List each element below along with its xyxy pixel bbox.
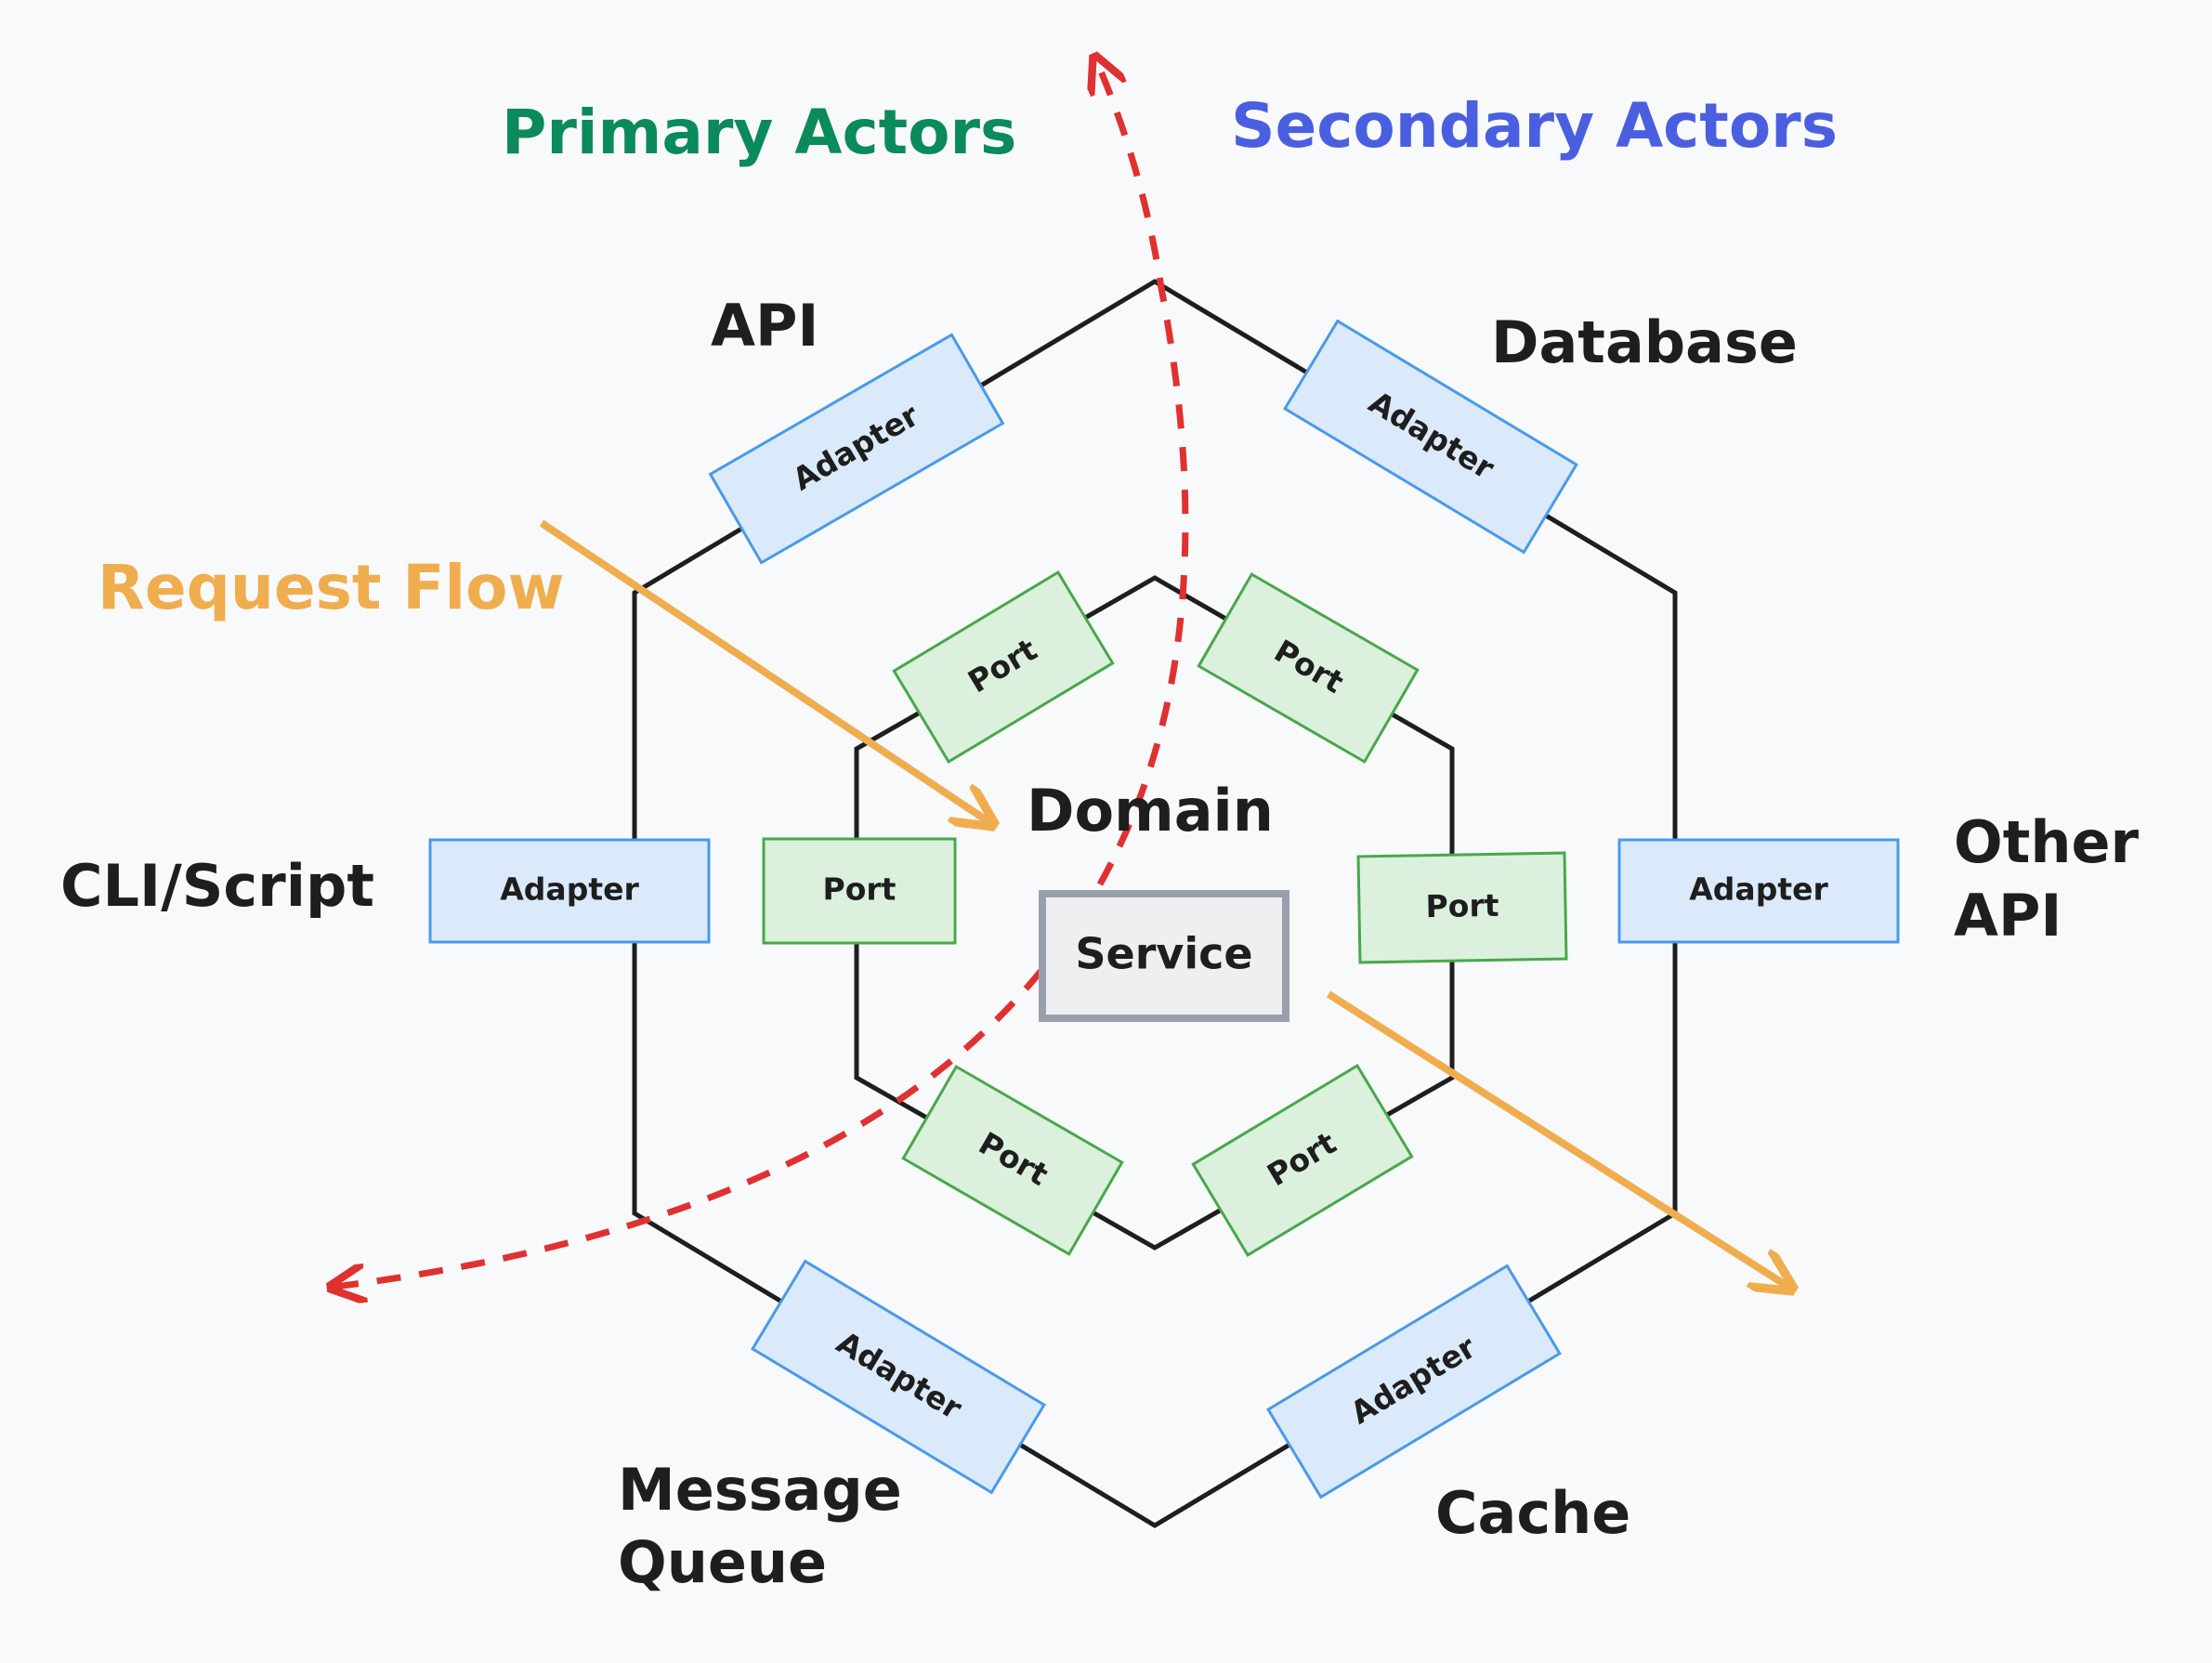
adapter-api: Adapter (708, 333, 1005, 565)
actor-api: API (711, 292, 819, 360)
actor-cache: Cache (1435, 1479, 1630, 1547)
actor-other-api-line1: Other (1954, 808, 2140, 876)
port-top-right: Port (1197, 572, 1420, 764)
dependency-arrow (334, 60, 1189, 1287)
adapter-cli: Adapter (428, 838, 711, 944)
actor-database: Database (1491, 308, 1798, 376)
port-label: Port (1425, 887, 1499, 924)
port-bottom-right: Port (1191, 1064, 1414, 1257)
port-left: Port (762, 837, 957, 945)
service-label: Service (1075, 929, 1252, 979)
port-label: Port (823, 871, 897, 908)
actor-cli-script: CLI/Script (60, 852, 374, 920)
request-flow-heading: Request Flow (98, 552, 564, 623)
adapter-label: Adapter (1689, 871, 1828, 908)
port-bottom-left: Port (901, 1065, 1124, 1256)
adapter-label: Adapter (500, 871, 639, 908)
domain-title: Domain (1027, 777, 1274, 845)
service-box: Service (1039, 890, 1289, 1022)
adapter-cache: Adapter (1266, 1264, 1562, 1499)
actor-message-queue-line1: Message (618, 1456, 902, 1524)
secondary-actors-heading: Secondary Actors (1231, 90, 1838, 162)
adapter-database: Adapter (1283, 319, 1578, 555)
request-flow-arrow-out (1326, 990, 1788, 1287)
primary-actors-heading: Primary Actors (502, 97, 1016, 168)
actor-message-queue-line2: Queue (618, 1528, 827, 1596)
actor-other-api-line2: API (1954, 882, 2062, 949)
adapter-other-api: Adapter (1617, 838, 1900, 944)
port-right: Port (1356, 851, 1568, 964)
port-top-left: Port (892, 570, 1115, 764)
